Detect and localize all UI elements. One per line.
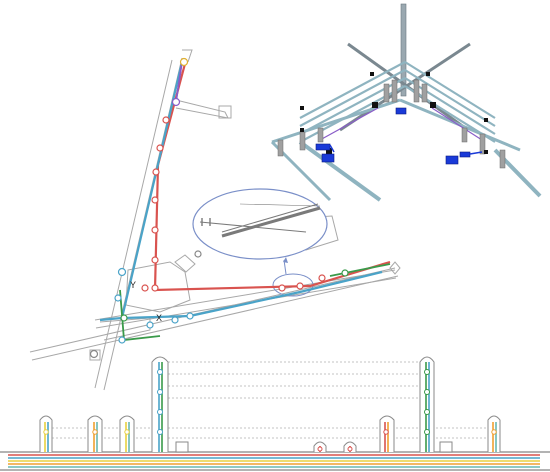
zoom-detail-pipe [199,203,321,238]
iso-purple-links [319,107,483,141]
iso-mast [400,3,407,97]
plan-node [141,284,149,292]
shaft [419,356,435,452]
plan-node [179,57,189,67]
plan-node [151,226,159,234]
plan-node [114,294,122,302]
pump-box [439,441,453,453]
point-y-label: Y [130,280,136,290]
zoom-connector-arrow [283,257,288,263]
section-base-lines [0,451,550,471]
iso-black-connectors [300,72,488,154]
zoom-callout [192,188,328,297]
plan-node [341,269,349,277]
section-level-lines [40,361,500,439]
iso-blue-link [329,144,335,153]
plan-node [117,267,127,277]
shaft [151,356,169,452]
plan-node [318,274,326,282]
pump-box [175,441,189,453]
plan-node [171,316,179,324]
section-nodes [43,369,497,452]
plan-node [89,349,99,359]
zoom-connector [283,259,287,275]
plan-node [152,168,160,176]
plan-node [296,282,304,290]
section-risers [44,362,497,452]
plan-node [186,312,194,320]
plan-node [120,314,128,322]
iso-beams-left [298,61,406,202]
plan-node [194,250,202,258]
plan-node [156,144,164,152]
isometric-view-panel [270,3,542,202]
plan-node [151,256,159,264]
plan-view-panel: Y X [29,49,401,391]
iso-posts [277,79,506,169]
plan-node [162,116,170,124]
plan-node [151,196,159,204]
iso-blue-link [469,151,483,155]
section-view-panel [0,356,550,471]
plan-node [146,321,154,329]
plan-nodes [89,57,349,359]
point-x-label: X [156,313,162,323]
plan-node [118,336,126,344]
iso-blue-equipment [315,107,471,165]
plan-node [171,97,181,107]
plan-node [278,284,286,292]
purple-route [175,61,183,103]
plan-node [151,284,159,292]
